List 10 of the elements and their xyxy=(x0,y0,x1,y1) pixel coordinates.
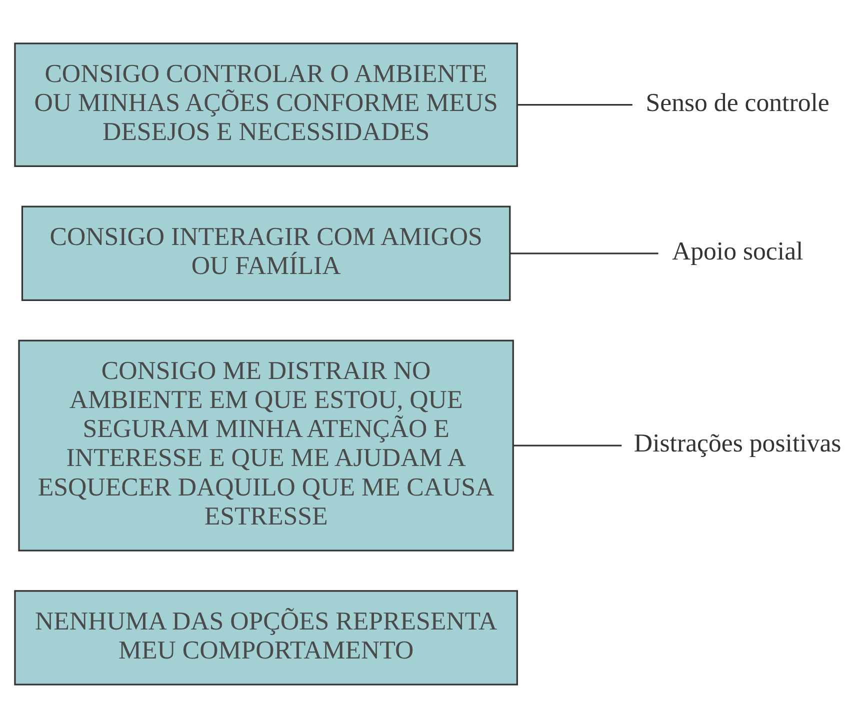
node-box: CONSIGO INTERAGIR COM AMIGOS OU FAMÍLIA xyxy=(21,206,511,302)
connector xyxy=(518,104,632,106)
node-text: Distrações positivas xyxy=(634,428,842,458)
node-box: CONSIGO ME DISTRAIR NO AMBIENTE EM QUE ESTOU, QUE SEGURAM MINHA ATENÇÃO E INTERESSE E QUE ME AJUDAM A ESQUECER DAQUILO QUE ME CAUSA ESTRESSE xyxy=(18,340,514,552)
connector xyxy=(513,444,622,446)
node-text: Apoio social xyxy=(672,236,804,266)
node-text: Senso de controle xyxy=(646,88,830,117)
node-box: NENHUMA DAS OPÇÕES REPRESENTA MEU COMPORTAMENTO xyxy=(14,590,518,686)
connector xyxy=(510,252,658,254)
node-box: CONSIGO CONTROLAR O AMBIENTE OU MINHAS AÇÕES CONFORME MEUS DESEJOS E NECESSIDADES xyxy=(14,42,518,167)
